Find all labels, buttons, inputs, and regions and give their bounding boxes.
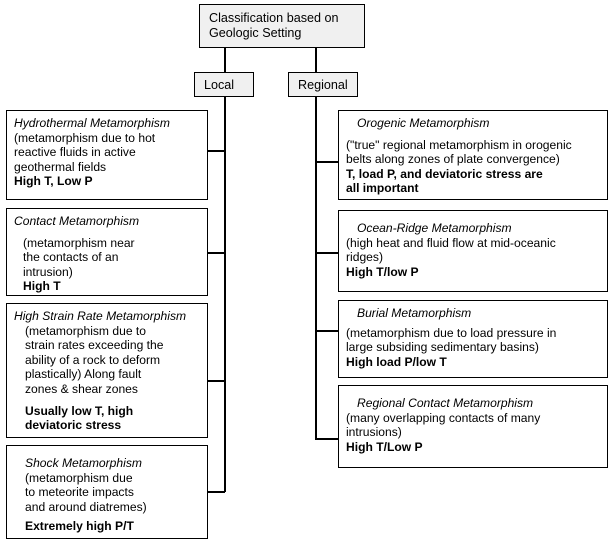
connector-regional-stub-1	[315, 161, 339, 163]
node-highlight: Extremely high P/T	[25, 519, 134, 534]
node-title: Shock Metamorphism	[25, 456, 142, 470]
node-contact-metamorphism[interactable]: Contact Metamorphism (metamorphism near …	[6, 208, 208, 296]
node-regional-contact-metamorphism[interactable]: Regional Contact Metamorphism (many over…	[338, 385, 608, 468]
branch-node-local[interactable]: Local	[194, 72, 254, 97]
node-body-line: intrusion)	[23, 264, 73, 279]
node-highlight: High T, Low P	[14, 174, 93, 189]
node-body-line: intrusions)	[346, 425, 402, 440]
node-body-line: large subsiding sedimentary basins)	[346, 340, 539, 355]
branch-node-regional-label: Regional	[298, 77, 348, 92]
connector-local-stub-4	[207, 491, 225, 493]
node-body-line: (metamorphism due to load pressure in	[346, 325, 557, 340]
node-highlight-line: all important	[346, 181, 419, 196]
connector-regional-trunk	[315, 97, 317, 439]
node-title: Hydrothermal Metamorphism	[14, 116, 170, 130]
connector-local-trunk	[224, 97, 226, 492]
node-title: Contact Metamorphism	[14, 214, 140, 228]
node-highlight: High T/Low P	[346, 439, 423, 454]
node-title: Ocean-Ridge Metamorphism	[357, 221, 512, 235]
node-high-strain-rate-metamorphism[interactable]: High Strain Rate Metamorphism (metamorph…	[6, 303, 208, 438]
node-body-line: ridges)	[346, 250, 383, 265]
node-title: High Strain Rate Metamorphism	[14, 309, 187, 323]
node-title: Burial Metamorphism	[357, 306, 472, 320]
connector-regional-stub-3	[315, 330, 339, 332]
node-orogenic-metamorphism[interactable]: Orogenic Metamorphism ("true" regional m…	[338, 110, 608, 200]
spacer	[14, 397, 201, 404]
node-body-line: (metamorphism near	[23, 235, 135, 250]
node-body-line: ability of a rock to deform	[25, 352, 161, 367]
node-highlight-line: Usually low T, high	[25, 403, 134, 418]
connector-regional-stub-4	[315, 438, 339, 440]
node-body-line: zones & shear zones	[25, 381, 138, 396]
node-highlight-line: T, load P, and deviatoric stress are	[346, 166, 543, 181]
node-body-line: plastically) Along fault	[25, 367, 142, 382]
root-node-classification[interactable]: Classification based on Geologic Setting	[199, 4, 365, 48]
node-body-line: to meteorite impacts	[25, 485, 134, 500]
connector-root-to-regional	[315, 47, 317, 72]
node-body-line: geothermal fields	[14, 159, 107, 174]
node-ocean-ridge-metamorphism[interactable]: Ocean-Ridge Metamorphism (high heat and …	[338, 210, 608, 292]
node-highlight-line: deviatoric stress	[25, 418, 122, 433]
connector-local-stub-1	[207, 150, 225, 152]
connector-root-to-local	[224, 47, 226, 72]
node-body-line: strain rates exceeding the	[25, 338, 164, 353]
node-body-line: (metamorphism due to hot	[14, 130, 156, 145]
root-node-line2: Geologic Setting	[209, 26, 302, 41]
node-body-line: belts along zones of plate convergence)	[346, 152, 560, 167]
node-body-line: and around diatremes)	[25, 499, 147, 514]
node-title: Regional Contact Metamorphism	[357, 396, 534, 410]
node-body-line: (metamorphism due	[25, 470, 133, 485]
connector-local-stub-3	[207, 380, 225, 382]
root-node-line1: Classification based on	[209, 11, 339, 25]
node-body-line: (metamorphism due to	[25, 323, 146, 338]
connector-regional-stub-2	[315, 252, 339, 254]
node-burial-metamorphism[interactable]: Burial Metamorphism (metamorphism due to…	[338, 300, 608, 378]
node-highlight: High T	[23, 279, 61, 294]
branch-node-local-label: Local	[204, 77, 235, 92]
node-body-line: reactive fluids in active	[14, 145, 136, 160]
spacer	[14, 229, 201, 236]
node-title: Orogenic Metamorphism	[357, 116, 490, 130]
node-highlight: High T/low P	[346, 264, 419, 279]
node-hydrothermal-metamorphism[interactable]: Hydrothermal Metamorphism (metamorphism …	[6, 110, 208, 200]
node-highlight: High load P/low T	[346, 354, 447, 369]
node-shock-metamorphism[interactable]: Shock Metamorphism (metamorphism due to …	[6, 445, 208, 539]
node-body-line: (high heat and fluid flow at mid-oceanic	[346, 235, 556, 250]
node-body-line: ("true" regional metamorphism in orogeni…	[346, 137, 572, 152]
connector-local-stub-2	[207, 252, 225, 254]
node-body-line: the contacts of an	[23, 250, 119, 265]
node-body-line: (many overlapping contacts of many	[346, 410, 541, 425]
branch-node-regional[interactable]: Regional	[288, 72, 358, 97]
spacer	[346, 131, 601, 138]
